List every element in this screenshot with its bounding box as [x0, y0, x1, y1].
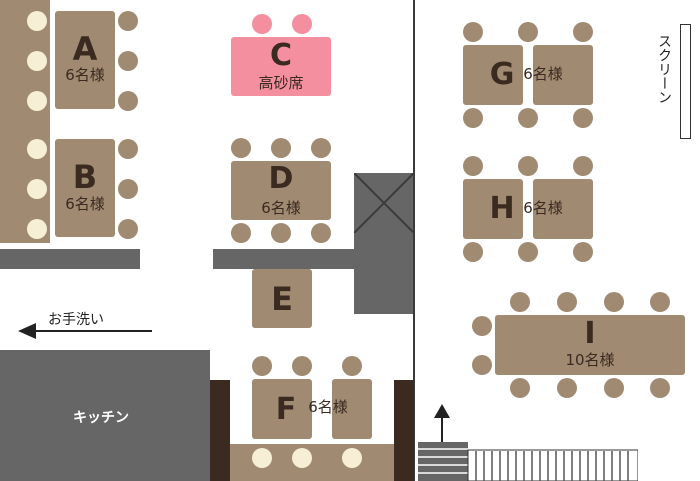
seat: [118, 51, 138, 71]
seat: [311, 138, 331, 158]
table-h-letter: H: [489, 191, 515, 226]
table-g-capacity: 6名様: [523, 65, 563, 83]
seat: [650, 378, 670, 398]
table-g-letter: G: [489, 57, 515, 92]
table-i[interactable]: [495, 315, 685, 375]
table-i-letter: I: [584, 316, 596, 351]
seat: [27, 91, 47, 111]
table-e[interactable]: [252, 269, 312, 328]
screen-label: スクリーン: [656, 34, 672, 104]
table-f[interactable]: [252, 379, 312, 439]
pillar: [354, 173, 414, 314]
seat: [118, 179, 138, 199]
seat: [292, 14, 312, 34]
table-d-capacity: 6名様: [261, 199, 301, 217]
seat: [510, 292, 530, 312]
table-g[interactable]: [463, 45, 523, 105]
seat: [472, 355, 492, 375]
seat: [252, 448, 272, 468]
kitchen-area: [0, 350, 210, 481]
seat: [604, 292, 624, 312]
table-a-letter: A: [72, 30, 98, 68]
seat: [292, 356, 312, 376]
table-i-capacity: 10名様: [565, 351, 615, 369]
seat: [573, 22, 593, 42]
wall-dark: [394, 380, 414, 481]
seat: [252, 14, 272, 34]
seat: [118, 219, 138, 239]
seat: [252, 356, 272, 376]
seat: [118, 91, 138, 111]
seat: [557, 292, 577, 312]
seat: [557, 378, 577, 398]
seat: [463, 22, 483, 42]
seat: [518, 242, 538, 262]
kitchen-label: キッチン: [73, 410, 129, 426]
seat: [573, 242, 593, 262]
seat: [472, 316, 492, 336]
seat: [271, 223, 291, 243]
table-d[interactable]: [231, 161, 331, 220]
wall: [0, 249, 140, 269]
wall-dark: [210, 380, 230, 481]
table-f-letter: F: [275, 392, 297, 427]
seat: [518, 108, 538, 128]
seat: [27, 139, 47, 159]
seat: [118, 139, 138, 159]
seat: [27, 51, 47, 71]
seat: [573, 156, 593, 176]
seat: [573, 108, 593, 128]
arrow-left-icon: [18, 323, 152, 339]
seat: [518, 156, 538, 176]
seat: [118, 11, 138, 31]
table-h-right[interactable]: [533, 179, 593, 239]
table-d-letter: D: [268, 161, 294, 196]
table-a-capacity: 6名様: [65, 66, 105, 84]
seat: [342, 356, 362, 376]
pillar-cross-icon: [354, 173, 414, 233]
table-b-letter: B: [72, 158, 98, 196]
left-bench: [0, 0, 50, 243]
seat: [27, 219, 47, 239]
seat: [518, 22, 538, 42]
restroom-label: お手洗い: [48, 312, 104, 328]
table-e-letter: E: [271, 280, 293, 318]
wall: [213, 249, 355, 269]
table-a[interactable]: [55, 11, 115, 109]
seat: [27, 11, 47, 31]
table-h[interactable]: [463, 179, 523, 239]
seat: [27, 179, 47, 199]
seat: [650, 292, 670, 312]
table-c[interactable]: [231, 37, 331, 96]
seat: [604, 378, 624, 398]
table-c-capacity: 高砂席: [258, 74, 304, 92]
seat: [510, 378, 530, 398]
table-b-capacity: 6名様: [65, 195, 105, 213]
seat: [231, 223, 251, 243]
table-f-capacity: 6名様: [308, 398, 348, 416]
seat: [463, 156, 483, 176]
table-b[interactable]: [55, 139, 115, 237]
screen: [680, 24, 691, 139]
seat: [463, 242, 483, 262]
seat: [463, 108, 483, 128]
table-f-side[interactable]: [332, 379, 372, 439]
table-h-capacity: 6名様: [523, 199, 563, 217]
divider-line: [413, 0, 415, 481]
seat: [311, 223, 331, 243]
table-c-letter: C: [269, 38, 293, 73]
table-g-right[interactable]: [533, 45, 593, 105]
seat: [271, 138, 291, 158]
entrance-stairs: [418, 404, 638, 481]
seat: [342, 448, 362, 468]
seat: [231, 138, 251, 158]
seat: [292, 448, 312, 468]
